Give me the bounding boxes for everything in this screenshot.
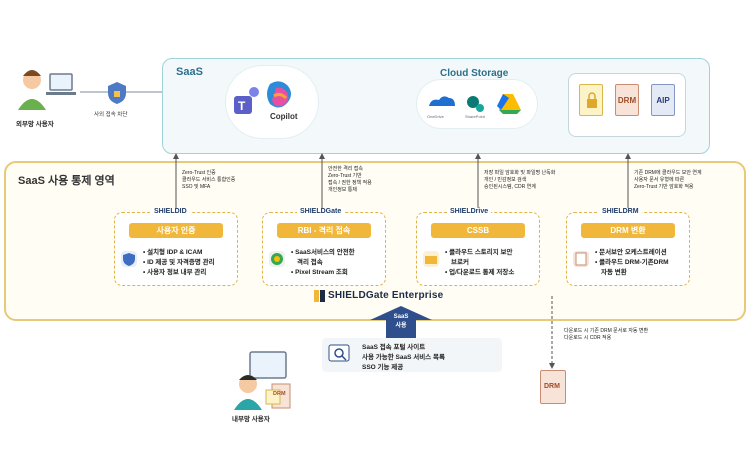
card-cssb: SHIELDrive CSSB • 클라우드 스토리지 보안 브로커 • 업/다… xyxy=(416,208,540,286)
teams-copilot-icon: T xyxy=(234,81,291,114)
internal-user-icon xyxy=(234,351,291,410)
user-shield-icon xyxy=(121,251,137,267)
card-rbi-item: • Pixel Stream 조회 xyxy=(291,269,348,276)
internal-user-drm-label: DRM xyxy=(273,391,286,397)
shield-block-icon xyxy=(108,82,126,104)
card-user-auth-item: • ID 제공 및 자격증명 관리 xyxy=(143,259,215,266)
onedrive-label: OneDrive xyxy=(427,114,444,119)
control-area-title: SaaS 사용 통제 영역 xyxy=(18,175,115,187)
top-band xyxy=(0,0,750,52)
card-rbi: SHIELDGate RBI - 격리 접속 • SaaS서비스의 안전한 격리… xyxy=(262,208,386,286)
sharepoint-label: SharePoint xyxy=(465,114,485,119)
saas-connection-arrows xyxy=(173,153,631,210)
portal-service-list: 사용 가능한 SaaS 서비스 목록 xyxy=(362,354,445,361)
chrome-isolation-icon xyxy=(269,251,285,267)
aip-document-icon: AIP xyxy=(651,84,675,116)
shieldgate-enterprise-label: SHIELDGate Enterprise xyxy=(328,290,444,301)
external-user-label: 외부망 사용자 xyxy=(16,121,54,128)
card-cssb-item: 브로커 xyxy=(451,259,469,266)
storage-icons xyxy=(429,94,521,114)
portal-search-icon xyxy=(328,344,350,362)
drm-document-icon: DRM xyxy=(615,84,639,116)
svg-text:T: T xyxy=(238,99,246,113)
card-cssb-item: • 클라우드 스토리지 보안 xyxy=(445,249,513,256)
shieldrive-logo: SHIELDrive xyxy=(447,208,492,215)
portal-title: SaaS 접속 포털 사이트 xyxy=(362,344,426,351)
card-rbi-pill: RBI - 격리 접속 xyxy=(277,223,371,238)
external-user-icon xyxy=(18,70,76,110)
shieldrm-logo: SHIELDRM xyxy=(599,208,642,215)
card-drm-item: 자동 변환 xyxy=(601,269,627,276)
saas-use-arrow xyxy=(370,306,432,338)
cloud-storage-cloud: OneDrive SharePoint xyxy=(417,80,537,128)
lock-document-icon xyxy=(579,84,603,116)
drm-file-label: DRM xyxy=(544,383,560,390)
saas-title: SaaS xyxy=(176,66,203,78)
document-types: DRM AIP xyxy=(568,73,686,137)
card-rbi-item: • SaaS서비스의 안전한 xyxy=(291,249,355,256)
drm-download-arrow xyxy=(549,296,555,369)
ms-apps-cloud: T Copilot xyxy=(226,66,318,138)
card-rbi-item: 격리 접속 xyxy=(297,259,323,266)
drm-convert-icon xyxy=(573,251,589,267)
card-drm-item: • 클라우드 DRM-기존DRM xyxy=(595,259,669,266)
copilot-label: Copilot xyxy=(270,112,298,121)
card-drm-pill: DRM 변환 xyxy=(581,223,675,238)
shieldgate-logo: SHIELDGate xyxy=(297,208,345,215)
card-user-auth-pill: 사용자 인증 xyxy=(129,223,223,238)
card-user-auth-item: • 사용자 정보 내부 관리 xyxy=(143,269,207,276)
shieldid-logo: SHIELDID xyxy=(151,208,190,215)
card-cssb-item: • 업/다운로드 통제 저장소 xyxy=(445,269,515,276)
internal-user-label: 내부망 사용자 xyxy=(232,416,270,423)
access-block-label: 사외 접속 차단 xyxy=(94,112,128,118)
drm-file-icon: DRM xyxy=(540,370,566,404)
cloud-storage-title: Cloud Storage xyxy=(440,68,509,79)
saas-portal-box: SaaS 접속 포털 사이트 사용 가능한 SaaS 서비스 목록 SSO 기능… xyxy=(322,338,502,372)
card-user-auth: SHIELDID 사용자 인증 • 설치형 IDP & ICAM • ID 제공… xyxy=(114,208,238,286)
folder-lock-icon xyxy=(423,251,439,267)
card-drm: SHIELDRM DRM 변환 • 문서보안 오케스트레이션 • 클라우드 DR… xyxy=(566,208,690,286)
card-cssb-pill: CSSB xyxy=(431,223,525,238)
portal-sso: SSO 기능 제공 xyxy=(362,364,404,371)
card-drm-item: • 문서보안 오케스트레이션 xyxy=(595,249,667,256)
shieldgate-enterprise-icon xyxy=(314,290,325,302)
card-user-auth-item: • 설치형 IDP & ICAM xyxy=(143,249,203,256)
